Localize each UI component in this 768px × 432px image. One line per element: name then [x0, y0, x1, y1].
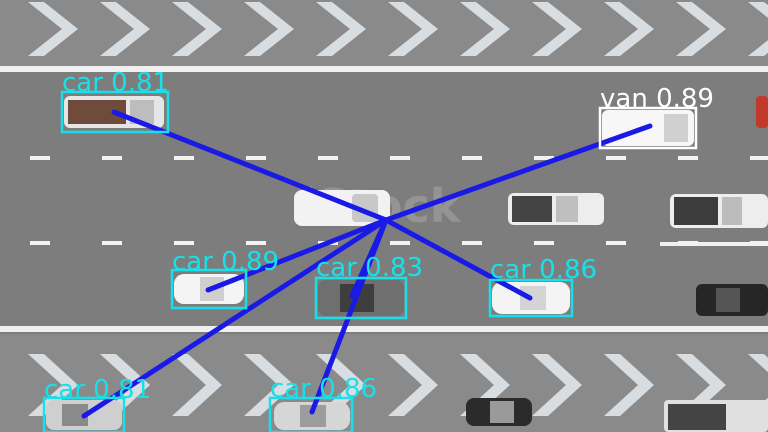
detection-label: car 0.81: [44, 375, 151, 405]
link-line: [111, 109, 389, 223]
chevron-marking: [388, 354, 438, 416]
vehicle-pickup-right-a: [508, 193, 604, 225]
chevron-marking: [172, 2, 222, 56]
bounding-box: [488, 278, 574, 318]
vehicle-white-suv-center: [294, 190, 390, 226]
chevron-marking: [244, 2, 294, 56]
bounding-box: [170, 268, 248, 310]
vehicle-truck-bottom-right: [664, 400, 768, 432]
bounding-box: [42, 396, 126, 432]
detection-6: car 0.86: [268, 374, 377, 432]
chevron-marking: [28, 2, 78, 56]
chevron-marking: [604, 2, 654, 56]
lane-dash: [534, 156, 554, 160]
chevron-marking: [676, 2, 726, 56]
link-line: [205, 217, 389, 293]
chevron-marking: [532, 2, 582, 56]
vehicle-dark-car-right: [696, 284, 768, 316]
lane-dash: [102, 241, 122, 245]
lane-dash: [750, 156, 768, 160]
bounding-box: [60, 90, 170, 134]
lane-dash: [462, 156, 482, 160]
vehicle-dark-car-bottom: [466, 398, 532, 426]
lane-dash: [174, 156, 194, 160]
chevron-marking: [460, 2, 510, 56]
detection-label: car 0.89: [172, 247, 279, 277]
detection-2: car 0.89: [170, 247, 279, 310]
link-line: [309, 217, 389, 415]
lane-dash: [174, 241, 194, 245]
detection-4: car 0.86: [488, 255, 597, 318]
lane-dash: [30, 241, 50, 245]
lane-dashes: [30, 156, 768, 245]
lane-dash: [246, 241, 266, 245]
detection-label: car 0.83: [316, 253, 423, 283]
bottom-edge-line: [0, 326, 768, 332]
middle-solid-line: [660, 242, 768, 246]
bounding-box: [598, 106, 698, 150]
lane-dash: [678, 156, 698, 160]
lane-dash: [678, 241, 698, 245]
detection-1: van 0.89: [598, 84, 714, 150]
lane-dash: [606, 241, 626, 245]
lane-dash: [102, 156, 122, 160]
detection-3: car 0.83: [314, 253, 423, 320]
chevron-row-top: [28, 2, 768, 56]
lane-dash: [606, 156, 626, 160]
vehicle-pickup-right-b: [670, 194, 768, 228]
chevron-marking: [316, 2, 366, 56]
lane-dash: [750, 241, 768, 245]
chevron-marking: [388, 2, 438, 56]
detection-label: van 0.89: [600, 84, 714, 114]
chevron-marking: [532, 354, 582, 416]
vehicle-silver-car-bottom-center: [274, 402, 350, 430]
chevron-marking: [604, 354, 654, 416]
lane-dash: [318, 156, 338, 160]
top-edge-line: [0, 66, 768, 72]
link-line: [383, 217, 533, 301]
detection-label: car 0.81: [62, 68, 169, 98]
detection-link-lines: [81, 109, 653, 419]
lane-dash: [390, 156, 410, 160]
chevron-marking: [172, 354, 222, 416]
link-line: [383, 123, 653, 223]
chevron-marking: [100, 2, 150, 56]
vehicle-red-edge: [756, 96, 768, 128]
detection-5: car 0.81: [42, 375, 151, 432]
lane-dash: [462, 241, 482, 245]
bounding-box: [314, 276, 408, 320]
chevron-marking: [748, 2, 768, 56]
lane-dash: [390, 241, 410, 245]
bounding-box: [268, 396, 354, 432]
lane-dash: [246, 156, 266, 160]
detection-label: car 0.86: [270, 374, 377, 404]
detection-0: car 0.81: [60, 68, 170, 134]
lane-dash: [30, 156, 50, 160]
lane-dash: [534, 241, 554, 245]
detection-label: car 0.86: [490, 255, 597, 285]
link-line: [81, 217, 389, 419]
